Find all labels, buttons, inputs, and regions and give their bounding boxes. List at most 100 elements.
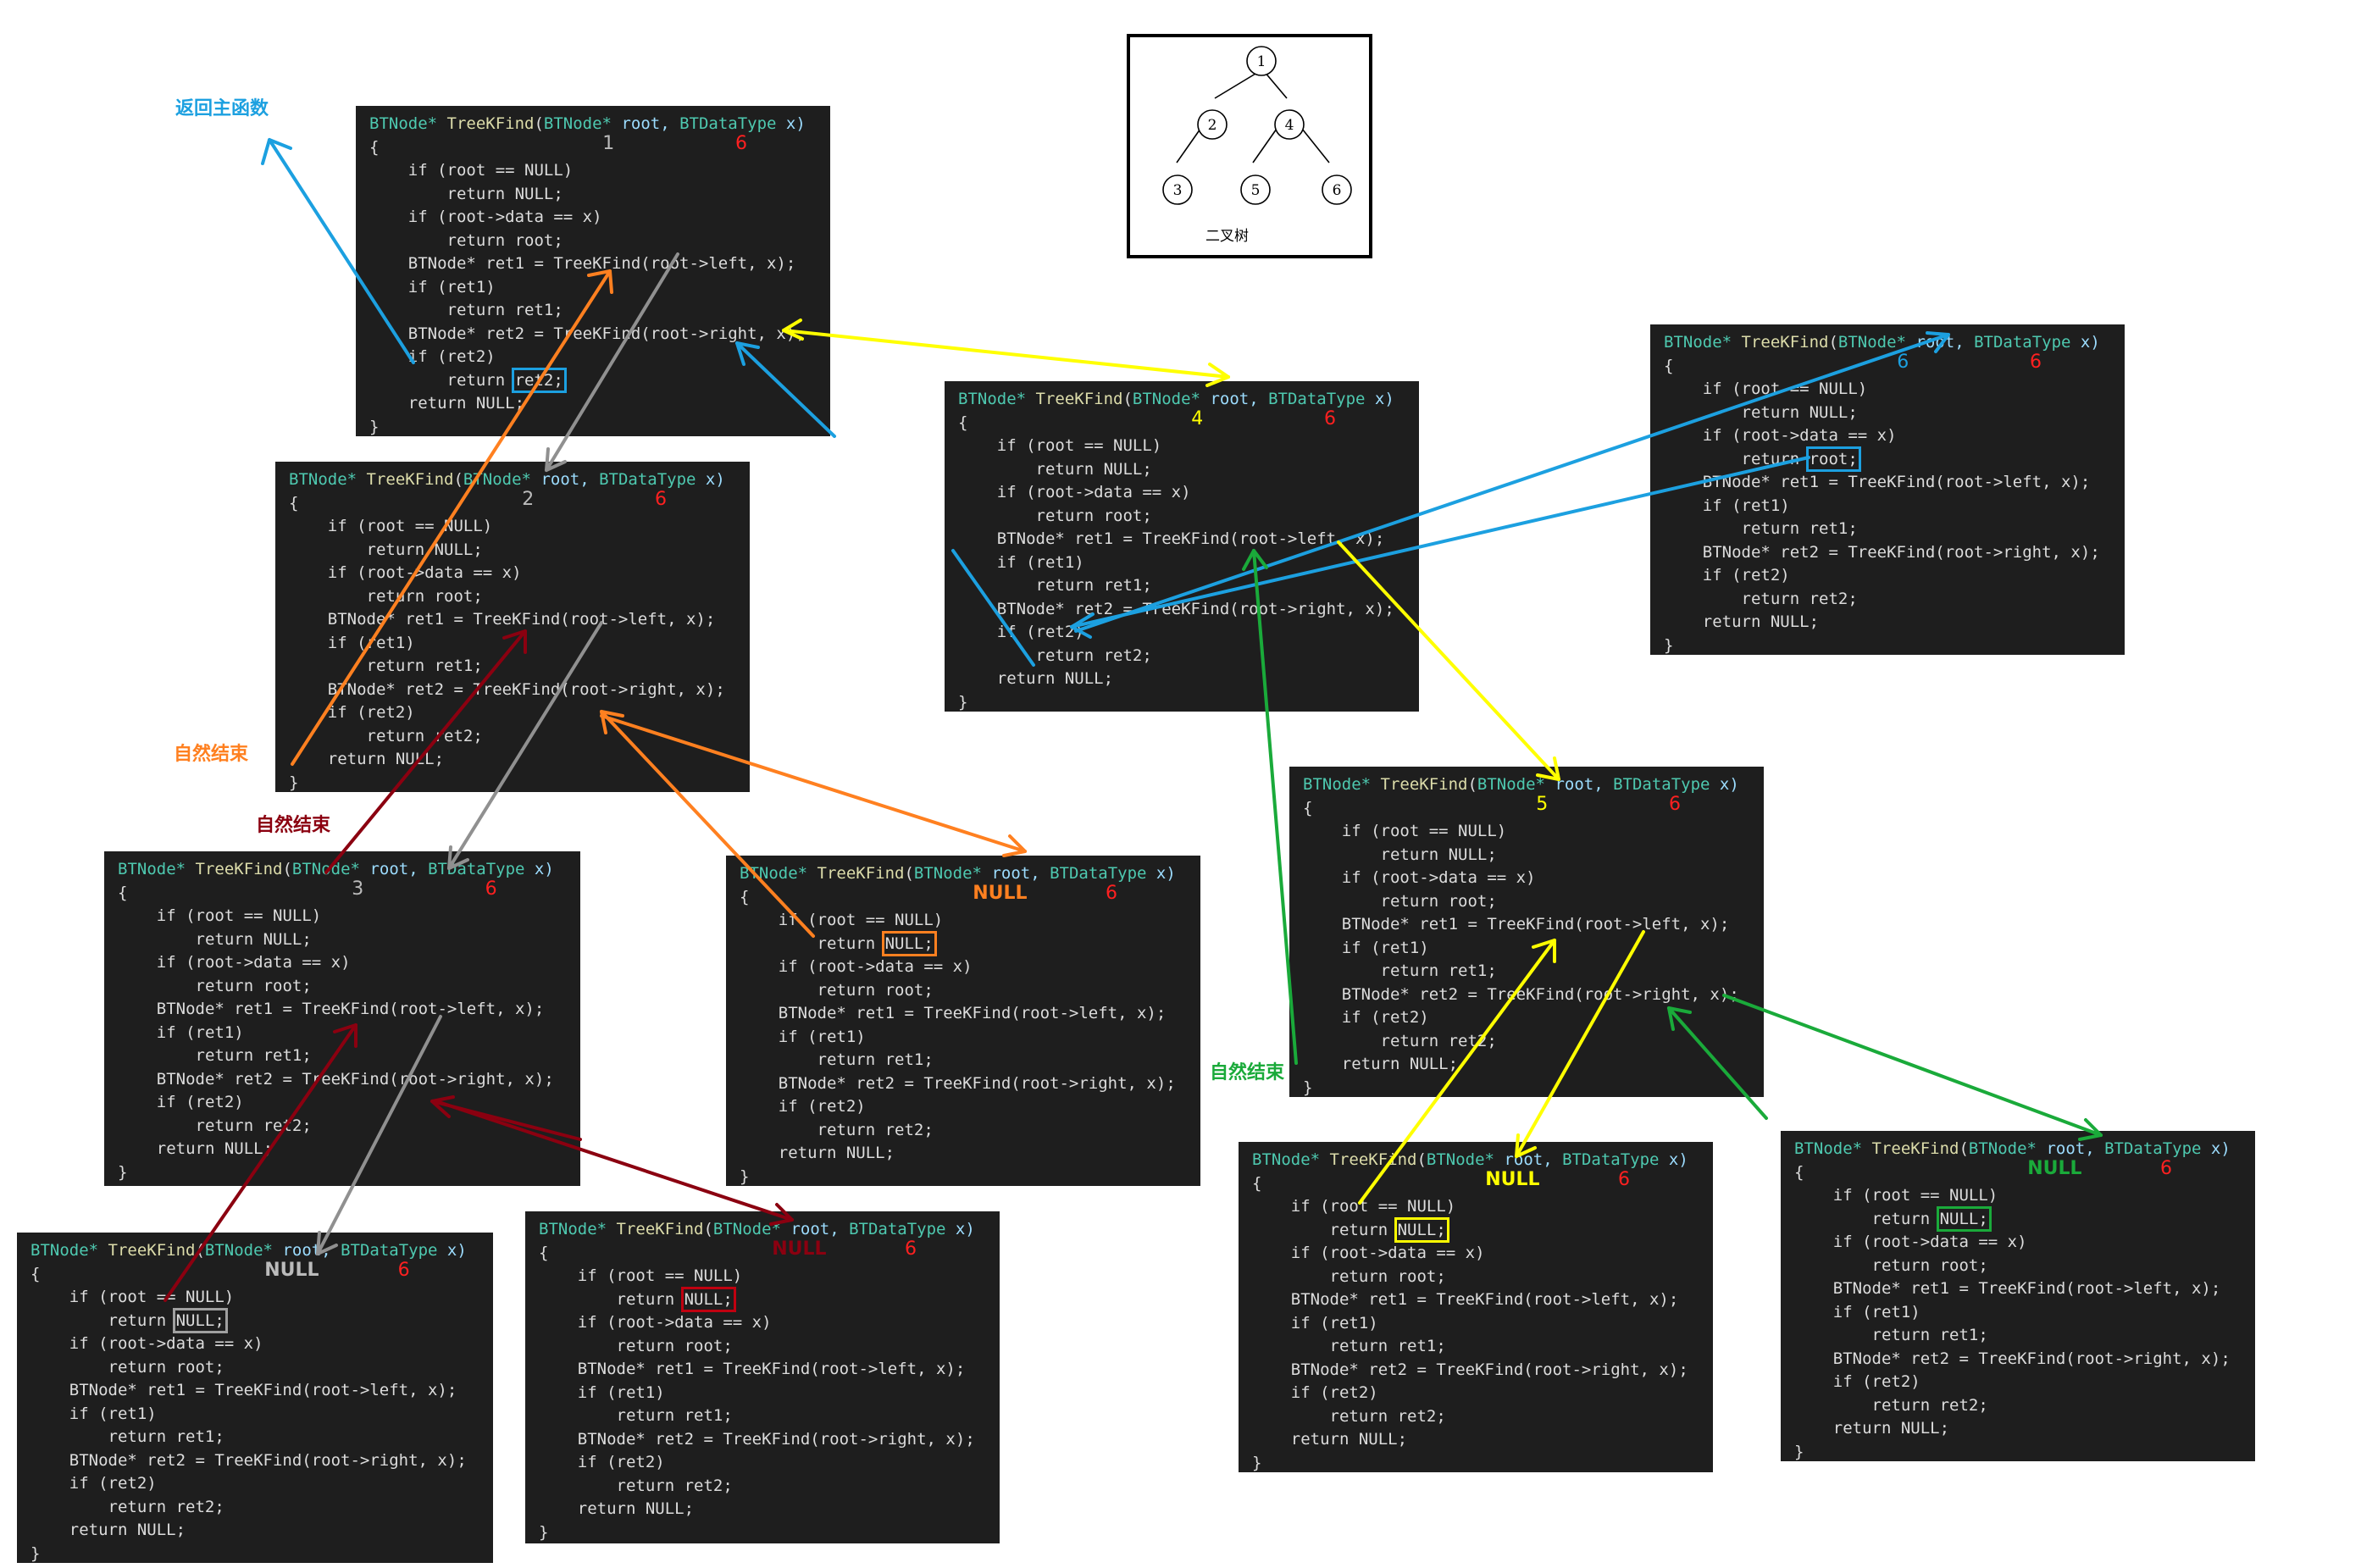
code-line: BTNode* ret1 = TreeKFind(root->left, x);: [30, 1381, 457, 1399]
arrow-orange-return-2: [291, 269, 612, 766]
code-line: BTNode* ret1 = TreeKFind(root->left, x);: [1303, 915, 1730, 934]
code-line: BTNode* ret2 = TreeKFind(root->right, x)…: [30, 1450, 467, 1470]
code-line: BTNode* ret2 = TreeKFind(root->right, x)…: [1664, 542, 2100, 562]
code-line: return root;: [1794, 1255, 1988, 1275]
code-line: return NULL;: [1303, 845, 1497, 864]
code-line: if (ret1): [539, 1382, 665, 1402]
code-line: return ret1;: [1252, 1337, 1446, 1355]
code-line: return NULL;: [369, 184, 563, 203]
code-line: if (root->data == x): [1664, 426, 1897, 445]
arrowhead-green-return-null-e: [1667, 1006, 1692, 1031]
frame-node-label: NULL: [973, 883, 1028, 904]
code-line: BTNode* ret1 = TreeKFind(root->left, x);: [1664, 473, 2091, 491]
code-frame-3: BTNode* TreeKFind(BTNode* root, BTDataTy…: [104, 851, 580, 1186]
code-line: BTNode* TreeKFind(BTNode* root, BTDataTy…: [369, 114, 806, 133]
arrow-yellow-call-4: [782, 329, 1230, 379]
arrow-blue-return-main: [268, 138, 415, 364]
code-line: if (ret2): [1303, 1008, 1429, 1027]
frame-node-label: NULL: [264, 1260, 319, 1281]
tree-node-1: 1: [1257, 53, 1266, 70]
code-line: }: [958, 692, 968, 712]
code-line: return root;: [539, 1336, 733, 1355]
code-line: {: [1303, 798, 1313, 817]
code-line: if (ret1): [1303, 938, 1429, 957]
arrowhead-red-return-null-a: [333, 1023, 357, 1048]
frame-x-label: 6: [735, 133, 747, 154]
code-line: BTNode* TreeKFind(BTNode* root, BTDataTy…: [289, 470, 725, 489]
code-line: }: [1664, 635, 1674, 655]
code-line: return NULL;: [30, 1521, 186, 1539]
code-line: return ret1;: [369, 301, 563, 319]
frame-node-label: 4: [1191, 408, 1204, 429]
arrowhead-yellow-return-null-d: [1532, 939, 1556, 963]
arrow-red-call-null-b: [435, 1100, 794, 1222]
annotation-return-main: 返回主函数: [175, 98, 269, 119]
code-line: }: [740, 1166, 750, 1186]
code-line: return NULL;: [1794, 1419, 1950, 1438]
code-line: return NULL;: [740, 1144, 895, 1162]
frame-node-label: NULL: [2027, 1158, 2082, 1179]
code-line: return NULL;: [1794, 1205, 1992, 1232]
code-line: BTNode* TreeKFind(BTNode* root, BTDataTy…: [1664, 333, 2100, 352]
code-line: BTNode* TreeKFind(BTNode* root, BTDataTy…: [1794, 1139, 2231, 1158]
highlight-box: NULL;: [172, 1307, 228, 1333]
arrow-gray-call-null-a: [316, 1015, 442, 1255]
arrowhead-orange-return-null-c: [600, 710, 624, 734]
code-line: {: [118, 883, 128, 902]
frame-node-label: 2: [522, 489, 535, 510]
arrowhead-yellow-call-4: [1205, 363, 1230, 387]
code-line: if (ret1): [1664, 496, 1790, 515]
tree-caption: 二叉树: [1205, 228, 1249, 245]
arrow-yellow-call-5: [1337, 540, 1560, 781]
code-frame-null-d: BTNode* TreeKFind(BTNode* root, BTDataTy…: [1239, 1142, 1713, 1472]
code-line: if (root == NULL): [1664, 380, 1868, 398]
code-line: if (root->data == x): [1794, 1233, 2027, 1251]
tree-node-3: 3: [1173, 182, 1183, 199]
arrow-blue-from-frame6: [1074, 333, 1950, 633]
arrow-green-call-null-e: [1722, 994, 2103, 1137]
code-line: return NULL;: [1303, 1055, 1459, 1073]
highlight-box: root;: [1805, 446, 1861, 472]
frame-x-label: 6: [905, 1238, 917, 1260]
code-line: if (root->data == x): [369, 208, 602, 226]
code-line: if (ret1): [740, 1027, 866, 1046]
code-line: BTNode* ret1 = TreeKFind(root->left, x);: [1794, 1279, 2221, 1298]
code-line: if (root == NULL): [539, 1266, 743, 1285]
code-line: }: [1252, 1453, 1262, 1472]
annotation-natural-end-red: 自然结束: [256, 815, 331, 836]
frame-x-label: 6: [2160, 1158, 2172, 1179]
code-frame-null-b: BTNode* TreeKFind(BTNode* root, BTDataTy…: [525, 1211, 1000, 1543]
arrowhead-gray-call-null-a: [316, 1231, 338, 1255]
arrow-gray-call-3: [447, 621, 603, 870]
code-line: return root;: [1252, 1266, 1446, 1286]
code-line: return NULL;: [1664, 402, 1858, 422]
code-line: if (ret1): [118, 1022, 244, 1042]
code-line: if (root->data == x): [539, 1313, 772, 1332]
code-line: {: [30, 1264, 41, 1283]
code-line: BTNode* ret2 = TreeKFind(root->right, x)…: [289, 679, 725, 699]
arrow-blue-to-frame1: [735, 341, 836, 438]
code-line: BTNode* ret1 = TreeKFind(root->left, x);: [539, 1360, 966, 1378]
code-line: if (ret2): [1664, 566, 1790, 585]
code-line: return root;: [369, 230, 563, 250]
code-line: if (root == NULL): [289, 517, 493, 535]
code-line: if (ret1): [958, 552, 1084, 572]
code-line: }: [30, 1543, 41, 1563]
code-frame-null-e: BTNode* TreeKFind(BTNode* root, BTDataTy…: [1781, 1131, 2255, 1461]
code-line: if (ret1): [30, 1404, 157, 1423]
arrowhead-gray-call-2: [545, 447, 567, 472]
code-line: }: [1303, 1078, 1313, 1097]
frame-x-label: 6: [397, 1260, 410, 1281]
code-line: return root;: [1303, 891, 1497, 911]
code-line: {: [958, 413, 968, 432]
code-line: {: [740, 887, 750, 906]
frame-x-label: 6: [485, 878, 497, 900]
code-line: return ret1;: [958, 576, 1152, 595]
arrow-orange-call-null-c: [600, 714, 1027, 853]
code-line: BTNode* TreeKFind(BTNode* root, BTDataTy…: [30, 1241, 467, 1260]
code-frame-4: BTNode* TreeKFind(BTNode* root, BTDataTy…: [945, 381, 1419, 712]
code-line: if (root == NULL): [958, 436, 1162, 455]
code-line: BTNode* ret2 = TreeKFind(root->right, x)…: [958, 599, 1394, 618]
code-line: if (root == NULL): [1303, 822, 1507, 840]
